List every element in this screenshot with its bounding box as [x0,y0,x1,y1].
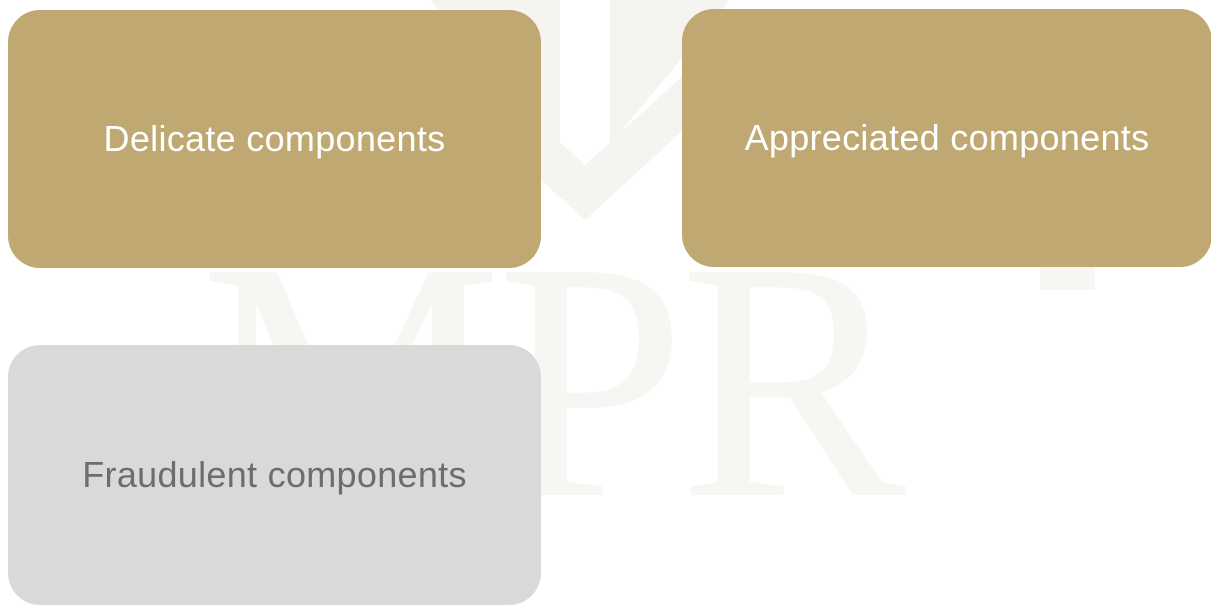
appreciated-components-label: Appreciated components [744,117,1150,158]
delicate-components-button[interactable]: Delicate components [8,10,541,268]
fraudulent-components-label: Fraudulent components [82,454,467,495]
appreciated-components-button[interactable]: Appreciated components [682,9,1211,267]
delicate-components-label: Delicate components [103,118,446,159]
fraudulent-components-button[interactable]: Fraudulent components [8,345,541,605]
